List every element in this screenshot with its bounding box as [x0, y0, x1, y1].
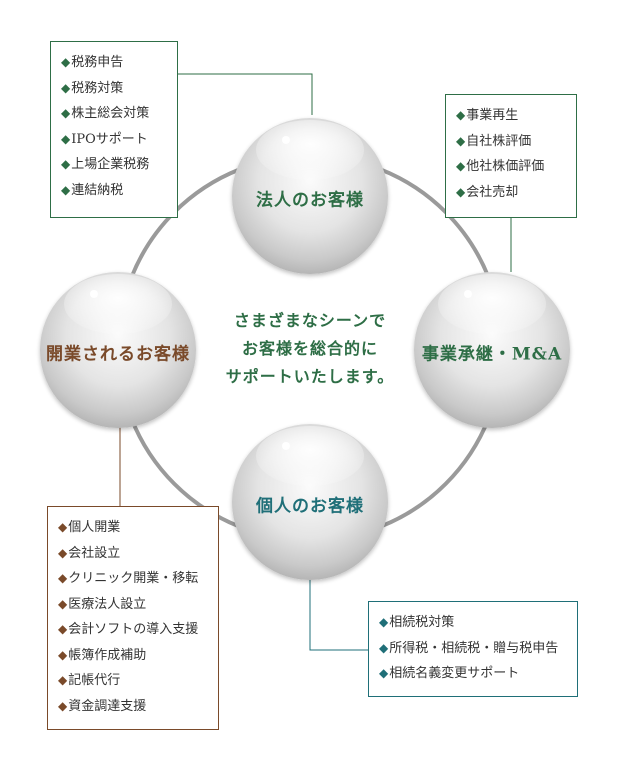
individual-services-box: ◆相続税対策 ◆所得税・相続税・贈与税申告 ◆相続名義変更サポート	[368, 601, 578, 697]
diamond-icon: ◆	[61, 55, 71, 69]
list-item: ◆株主総会対策	[61, 106, 150, 121]
list-item: ◆自社株評価	[456, 133, 532, 149]
diamond-icon: ◆	[58, 622, 68, 636]
list-item: ◆税務対策	[61, 80, 124, 96]
list-item: ◆相続名義変更サポート	[379, 666, 520, 681]
diamond-icon: ◆	[58, 698, 68, 713]
diamond-icon: ◆	[61, 80, 71, 95]
startup-services-box: ◆個人開業 ◆会社設立 ◆クリニック開業・移転 ◆医療法人設立 ◆会計ソフトの導…	[47, 506, 219, 730]
list-item: ◆会社売却	[456, 184, 519, 200]
list-item: ◆医療法人設立	[58, 596, 147, 612]
list-item: ◆税務申告	[61, 55, 124, 70]
diamond-icon: ◆	[456, 159, 466, 173]
connector-corporate	[178, 73, 313, 115]
diamond-icon: ◆	[58, 673, 68, 687]
list-item: ◆相続税対策	[379, 615, 455, 630]
succession-services-box: ◆事業再生 ◆自社株評価 ◆他社株価評価 ◆会社売却	[445, 94, 577, 218]
diamond-icon: ◆	[379, 666, 389, 680]
list-item: ◆事業再生	[456, 108, 519, 123]
diamond-icon: ◆	[379, 640, 389, 655]
list-item: ◆個人開業	[58, 520, 121, 535]
list-item: ◆所得税・相続税・贈与税申告	[379, 640, 559, 656]
diamond-icon: ◆	[58, 520, 68, 534]
diamond-icon: ◆	[58, 545, 68, 560]
list-item: ◆連結納税	[61, 182, 124, 198]
sphere-label-succession: 事業承継・M&A	[421, 344, 563, 365]
diamond-icon: ◆	[61, 131, 71, 146]
center-line: さまざまなシーンで	[233, 311, 387, 330]
list-item: ◆上場企業税務	[61, 157, 150, 172]
list-item: ◆帳簿作成補助	[58, 647, 147, 663]
sphere-individual	[232, 424, 388, 580]
diamond-icon: ◆	[58, 596, 68, 611]
sphere-succession	[414, 272, 570, 428]
sphere-label-corporate: 法人のお客様	[256, 190, 364, 211]
diamond-icon: ◆	[58, 647, 68, 662]
sphere-label-startup: 開業されるお客様	[46, 344, 190, 365]
sphere-label-individual: 個人のお客様	[256, 496, 364, 517]
diamond-icon: ◆	[456, 184, 466, 199]
sphere-startup	[40, 272, 196, 428]
diamond-icon: ◆	[456, 133, 466, 148]
connector-individual	[309, 580, 368, 651]
list-item: ◆IPOサポート	[61, 131, 148, 147]
center-line: お客様を総合的に	[241, 339, 378, 358]
diamond-icon: ◆	[61, 106, 71, 120]
center-message: さまざまなシーンで お客様を総合的に サポートいたします。	[226, 307, 394, 391]
diamond-icon: ◆	[379, 615, 389, 629]
diamond-icon: ◆	[456, 108, 466, 122]
diamond-icon: ◆	[58, 571, 68, 585]
list-item: ◆会計ソフトの導入支援	[58, 622, 199, 637]
center-line: サポートいたします。	[225, 367, 395, 386]
list-item: ◆クリニック開業・移転	[58, 571, 199, 586]
diamond-icon: ◆	[61, 157, 71, 171]
list-item: ◆記帳代行	[58, 673, 121, 688]
corporate-services-box: ◆税務申告 ◆税務対策 ◆株主総会対策 ◆IPOサポート ◆上場企業税務 ◆連結…	[50, 41, 178, 218]
list-item: ◆資金調達支援	[58, 698, 147, 714]
diamond-icon: ◆	[61, 182, 71, 197]
list-item: ◆会社設立	[58, 545, 121, 561]
sphere-corporate	[232, 118, 388, 274]
list-item: ◆他社株価評価	[456, 159, 545, 174]
